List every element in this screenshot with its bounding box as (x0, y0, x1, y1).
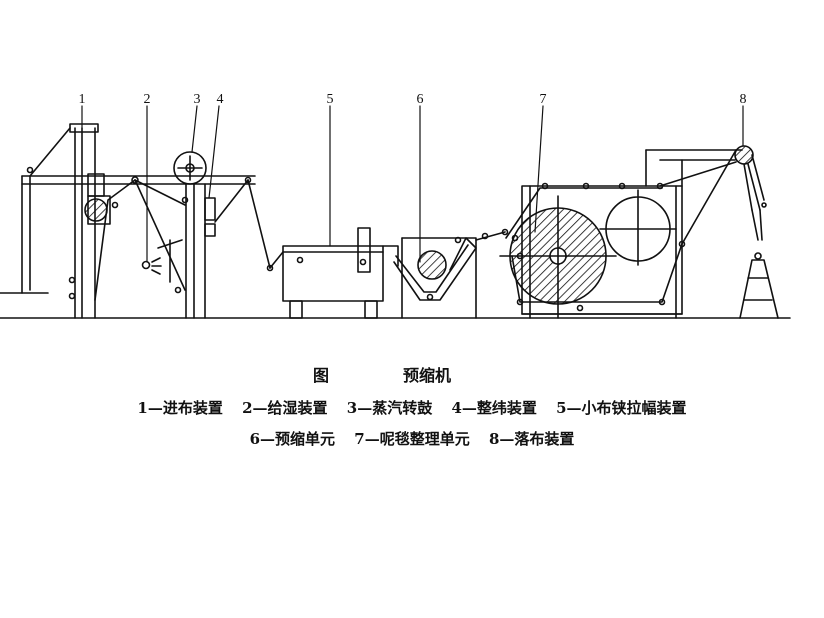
legend-item: 6—预缩单元 (249, 430, 336, 448)
weft-straightener (204, 176, 284, 319)
preshrinking-unit (393, 228, 519, 319)
delivery-device (645, 145, 779, 319)
legend-item: 3—蒸汽转鼓 (346, 399, 433, 417)
legend-item: 5—小布铗拉幅装置 (556, 399, 687, 417)
clip-stenter-unit (282, 227, 399, 319)
preshrinking-machine-diagram: 1 2 3 4 5 6 7 8 (0, 92, 791, 319)
feeding-device (21, 123, 256, 319)
legend-item: 2—给湿装置 (242, 399, 328, 417)
legend-item: 7—呢毯整理单元 (354, 430, 470, 448)
part-number-1: 1 (79, 92, 86, 107)
steam-drum (173, 151, 207, 319)
part-number-labels: 1 2 3 4 5 6 7 8 (79, 92, 747, 107)
part-number-5: 5 (327, 92, 334, 107)
dampening-device (131, 176, 186, 294)
legend-item: 8—落布装置 (488, 430, 575, 448)
figure-label: 图 (313, 366, 330, 385)
leader-lines (81, 105, 744, 263)
part-number-2: 2 (144, 92, 151, 107)
part-number-7: 7 (540, 92, 547, 107)
figure-title: 预缩机 (403, 366, 452, 385)
figure-caption: 图 预缩机 (0, 362, 824, 385)
legend-item: 1—进布装置 (137, 399, 223, 417)
part-number-3: 3 (194, 92, 201, 107)
part-number-8: 8 (740, 92, 747, 107)
legend-item: 4—整纬装置 (451, 399, 537, 417)
blanket-finishing-unit (499, 182, 686, 319)
part-number-4: 4 (217, 92, 224, 107)
part-number-6: 6 (417, 92, 424, 107)
legend-row-2: 6—预缩单元 7—呢毯整理单元 8—落布装置 (0, 428, 824, 449)
legend-row-1: 1—进布装置 2—给湿装置 3—蒸汽转鼓 4—整纬装置 5—小布铗拉幅装置 (0, 397, 824, 418)
